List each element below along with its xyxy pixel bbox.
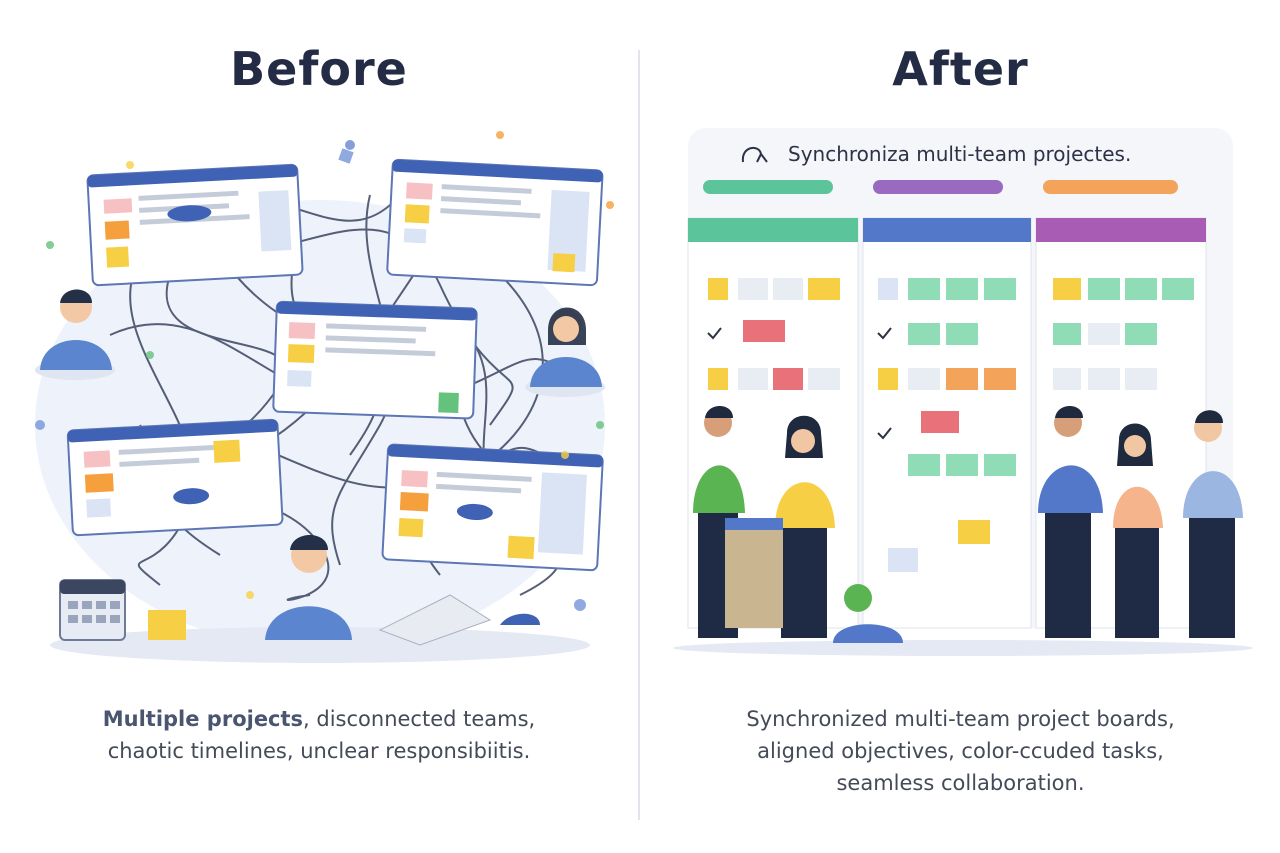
sticky-note-icon (148, 610, 186, 640)
person-blue-shirt (1038, 406, 1103, 638)
after-caption-line2: aligned objectives, color-ccuded tasks, (757, 739, 1164, 763)
plant-icon (833, 584, 903, 643)
after-caption-line3: seamless collaboration. (836, 771, 1085, 795)
green-objective-bar (703, 180, 833, 194)
project-window-5 (381, 443, 604, 572)
before-panel: Before (0, 0, 638, 853)
board-title: Synchroniza multi-team projectes. (788, 142, 1132, 166)
person-yellow-shirt (775, 415, 835, 638)
before-caption-rest: , disconnected teams, (303, 707, 536, 731)
stressed-person-right (525, 307, 605, 397)
after-panel: After (641, 0, 1280, 853)
tasks-column-2 (878, 278, 1016, 572)
scattered-papers (378, 594, 540, 646)
before-heading: Before (230, 42, 408, 96)
after-heading: After (892, 42, 1029, 96)
project-window-4 (66, 418, 284, 537)
person-green-shirt (693, 406, 745, 638)
purple-objective-bar (873, 180, 1003, 194)
stressed-person-bottom (265, 535, 352, 640)
project-window-3 (272, 300, 478, 420)
project-window-2 (386, 158, 604, 287)
before-caption: Multiple projects, disconnected teams, c… (0, 703, 638, 767)
calendar-icon (59, 579, 126, 641)
before-caption-line1: Multiple projects, disconnected teams, (0, 703, 638, 735)
sync-icon (741, 146, 768, 163)
after-illustration (663, 128, 1263, 658)
before-illustration (20, 125, 620, 665)
panel-divider (638, 50, 640, 820)
before-caption-line2: chaotic timelines, unclear responsibiiti… (107, 739, 531, 763)
after-caption: Synchronized multi-team project boards, … (641, 703, 1280, 799)
person-light-blue-shirt (1183, 410, 1243, 638)
stressed-person-left (35, 289, 115, 380)
before-caption-strong: Multiple projects (102, 707, 304, 731)
confetti (35, 131, 614, 611)
tasks-column-3 (1053, 278, 1194, 390)
after-caption-line1: Synchronized multi-team project boards, (746, 707, 1175, 731)
orange-objective-bar (1043, 180, 1178, 194)
project-window-1 (86, 163, 304, 287)
desk (725, 518, 783, 628)
person-peach-shirt (1113, 423, 1163, 638)
checkmark-icons (707, 327, 892, 440)
tasks-column-1 (708, 278, 840, 390)
